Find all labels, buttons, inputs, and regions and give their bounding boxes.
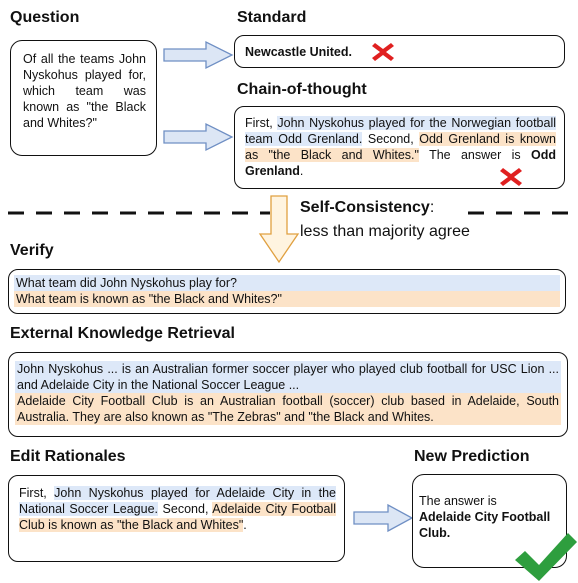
self-consistency-note: less than majority agree xyxy=(300,223,470,240)
standard-answer: Newcastle United. xyxy=(245,45,352,59)
divider-line-right xyxy=(468,211,572,215)
retrieval-passage-1: John Nyskohus ... is an Australian forme… xyxy=(15,361,561,393)
cot-heading: Chain-of-thought xyxy=(237,81,367,98)
cot-box: First, John Nyskohus played for the Norw… xyxy=(234,106,565,189)
cot-text-3: The answer is xyxy=(418,148,531,162)
prediction-box: The answer is Adelaide City Football Clu… xyxy=(412,474,567,568)
verify-box: What team did John Nyskohus play for? Wh… xyxy=(8,269,566,314)
edit-text-3: . xyxy=(243,518,247,532)
self-consistency-colon: : xyxy=(429,199,435,216)
question-text: Of all the teams John Nyskohus played fo… xyxy=(23,52,146,130)
standard-box: Newcastle United. xyxy=(234,35,565,68)
prediction-prefix: The answer is xyxy=(419,494,497,508)
retrieval-heading: External Knowledge Retrieval xyxy=(10,325,235,342)
verify-question-1: What team did John Nyskohus play for? xyxy=(14,275,560,291)
self-consistency-label: Self-Consistency: xyxy=(300,199,434,217)
right-arrow-icon xyxy=(353,503,414,533)
cot-answer: Odd Grenland xyxy=(245,148,556,178)
retrieval-box: John Nyskohus ... is an Australian forme… xyxy=(8,352,568,437)
edit-heading: Edit Rationales xyxy=(10,448,126,465)
down-arrow-icon xyxy=(258,195,300,264)
retrieval-passage-2: Adelaide City Football Club is an Austra… xyxy=(15,393,561,425)
prediction-heading: New Prediction xyxy=(414,448,530,465)
self-consistency-title: Self-Consistency xyxy=(300,199,430,216)
cot-text-2: Second, xyxy=(362,132,420,146)
verify-heading: Verify xyxy=(10,242,54,259)
question-heading: Question xyxy=(10,9,80,26)
red-x-icon xyxy=(372,43,394,61)
edit-text-2: Second, xyxy=(158,502,213,516)
divider-line-left xyxy=(8,211,270,215)
question-box: Of all the teams John Nyskohus played fo… xyxy=(10,40,157,156)
prediction-answer: Adelaide City Football Club. xyxy=(419,510,551,540)
edit-text-1: First, xyxy=(19,486,55,500)
red-x-icon xyxy=(500,168,522,186)
cot-text-4: . xyxy=(299,164,304,178)
right-arrow-icon xyxy=(163,122,234,152)
green-check-icon xyxy=(515,533,577,581)
edit-box: First, John Nyskohus played for Adelaide… xyxy=(8,475,345,562)
verify-question-2: What team is known as "the Black and Whi… xyxy=(14,291,560,307)
right-arrow-icon xyxy=(163,40,234,70)
standard-heading: Standard xyxy=(237,9,307,26)
cot-text-1: First, xyxy=(245,116,278,130)
